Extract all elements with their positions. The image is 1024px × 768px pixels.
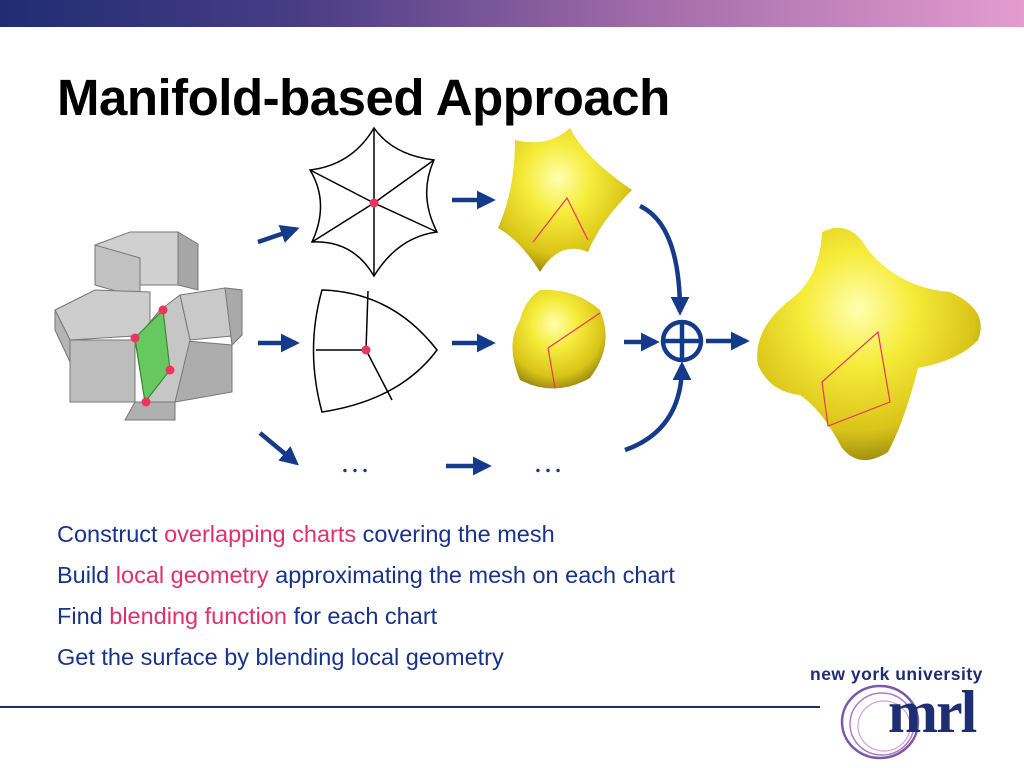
bullet-item: Get the surface by blending local geomet… [57, 637, 675, 678]
bullet-text: covering the mesh [356, 521, 555, 547]
bullet-highlight: local geometry [115, 562, 269, 588]
bullet-text: Find [57, 603, 110, 629]
arrow-icon [257, 224, 300, 245]
ellipsis: … [533, 446, 563, 479]
bullet-text: approximating the mesh on each chart [268, 562, 675, 588]
footer-rule [0, 706, 820, 708]
slide-title: Manifold-based Approach [57, 69, 670, 126]
blend-operator-icon [660, 319, 704, 363]
bullet-text: Get the surface by blending local geomet… [57, 644, 504, 670]
top-gradient-band [0, 0, 1024, 27]
bullet-highlight: overlapping charts [164, 521, 357, 547]
nyu-mrl-logo: new york university mrl [808, 664, 1018, 764]
bullet-item: Construct overlapping charts covering th… [57, 514, 675, 555]
bullet-item: Find blending function for each chart [57, 596, 675, 637]
bullet-highlight: blending function [109, 603, 287, 629]
approach-diagram: … … [54, 126, 981, 479]
arrow-icon [638, 203, 690, 316]
arrow-icon [258, 431, 299, 466]
logo-mark: mrl [888, 679, 977, 745]
local-geometry-patch-2 [512, 289, 606, 389]
bullet-text: Build [57, 562, 116, 588]
local-geometry-patch-1 [498, 128, 632, 272]
ellipsis: … [340, 446, 370, 479]
arrow-icon [624, 361, 692, 453]
chart-domain-three-sector [312, 289, 438, 413]
blended-surface [757, 227, 981, 461]
bullet-item: Build local geometry approximating the m… [57, 555, 675, 596]
logo-text: new york university [810, 664, 983, 684]
cube-mesh [54, 231, 243, 421]
bullet-list: Construct overlapping charts covering th… [57, 514, 675, 678]
bullet-text: Construct [57, 521, 165, 547]
bullet-text: for each chart [286, 603, 438, 629]
logo-swirl-icon [840, 684, 920, 760]
chart-domain-star [308, 126, 439, 278]
